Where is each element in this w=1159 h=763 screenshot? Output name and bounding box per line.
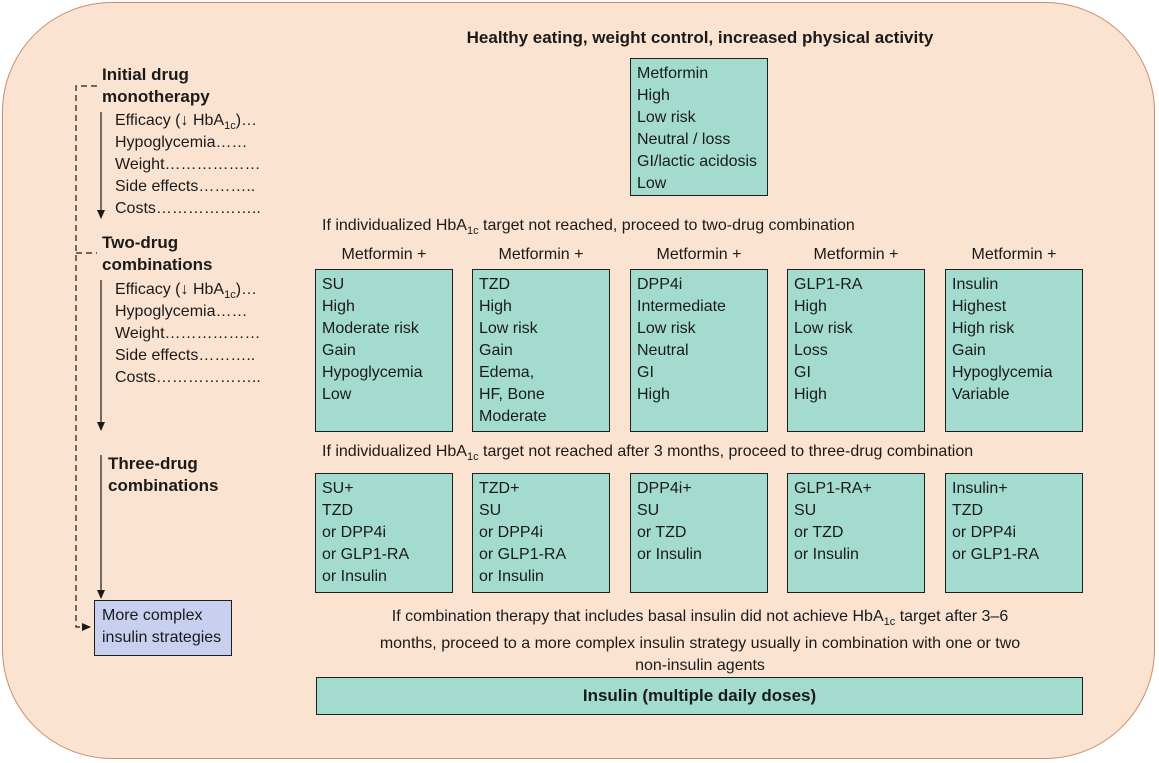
main-title: Healthy eating, weight control, increase… (466, 28, 934, 47)
stage-mono-line2: monotherapy (102, 87, 210, 106)
metric-efficacy: Efficacy (↓ HbA1c)… (115, 112, 258, 133)
two-drug-box-su: SU High Moderate risk Gain Hypoglycemia … (315, 269, 453, 432)
metric-costs: Costs……………….. (115, 200, 261, 217)
column-header-1: Metformin + (341, 246, 427, 263)
complex-line2: insulin strategies (102, 629, 222, 646)
metric-side-effects: Side effects……….. (115, 178, 256, 195)
step4-instruction: If combination therapy that includes bas… (300, 606, 1100, 677)
stage-two-line1: Two-drug (102, 233, 179, 252)
three-drug-box-dpp4i: DPP4i+ SU or TZD or Insulin (630, 473, 768, 593)
metric-hypoglycemia: Hypoglycemia…… (115, 134, 248, 151)
stage-two-line2: combinations (102, 255, 213, 274)
stage-three-line1: Three-drug (108, 454, 198, 473)
dashed-bracket (75, 85, 97, 631)
metformin-drug: Metformin (637, 65, 709, 82)
three-drug-box-glp1ra: GLP1-RA+ SU or TZD or Insulin (787, 473, 925, 593)
complex-line1: More complex (102, 607, 203, 624)
insulin-multiple-doses-box: Insulin (multiple daily doses) (316, 677, 1083, 715)
step2-instruction: If individualized HbA1c target not reach… (322, 217, 855, 238)
column-header-5: Metformin + (971, 246, 1057, 263)
two-drug-box-insulin: Insulin Highest High risk Gain Hypoglyce… (945, 269, 1083, 432)
metformin-costs: Low (637, 175, 667, 192)
metric-costs-2: Costs……………….. (115, 369, 261, 386)
metric-efficacy-2: Efficacy (↓ HbA1c)… (115, 281, 258, 302)
metformin-weight: Neutral / loss (637, 131, 731, 148)
stage-mono-title: Initial drug monotherapy (102, 64, 210, 108)
metformin-box: Metformin High Low risk Neutral / loss G… (630, 58, 768, 196)
metric-side-effects-2: Side effects……….. (115, 347, 256, 364)
three-drug-box-insulin: Insulin+ TZD or DPP4i or GLP1-RA (945, 473, 1083, 593)
metformin-efficacy: High (637, 87, 670, 104)
metformin-hypoglycemia: Low risk (637, 109, 696, 126)
two-drug-box-tzd: TZD High Low risk Gain Edema, HF, Bone M… (472, 269, 610, 432)
column-header-4: Metformin + (813, 246, 899, 263)
stage-three-title: Three-drug combinations (108, 453, 219, 497)
step4-line3: non-insulin agents (635, 657, 765, 675)
three-drug-box-su: SU+ TZD or DPP4i or GLP1-RA or Insulin (315, 473, 453, 593)
two-drug-box-glp1ra: GLP1-RA High Low risk Loss GI High (787, 269, 925, 432)
three-drug-box-tzd: TZD+ SU or DPP4i or GLP1-RA or Insulin (472, 473, 610, 593)
metric-hypoglycemia-2: Hypoglycemia…… (115, 303, 248, 320)
step4-line2: months, proceed to a more complex insuli… (379, 635, 1021, 653)
step4-line1: If combination therapy that includes bas… (391, 608, 1009, 629)
step3-instruction: If individualized HbA1c target not reach… (322, 443, 974, 464)
stage-two-title: Two-drug combinations (102, 232, 213, 276)
complex-insulin-box: More complex insulin strategies (94, 600, 232, 656)
stage-three-line2: combinations (108, 476, 219, 495)
two-drug-box-dpp4i: DPP4i Intermediate Low risk Neutral GI H… (630, 269, 768, 432)
metformin-side-effects: GI/lactic acidosis (637, 153, 758, 170)
metric-weight-2: Weight……………… (115, 325, 261, 342)
column-header-2: Metformin + (498, 246, 584, 263)
stage-mono-line1: Initial drug (102, 65, 189, 84)
column-header-3: Metformin + (656, 246, 742, 263)
metric-weight: Weight……………… (115, 156, 261, 173)
